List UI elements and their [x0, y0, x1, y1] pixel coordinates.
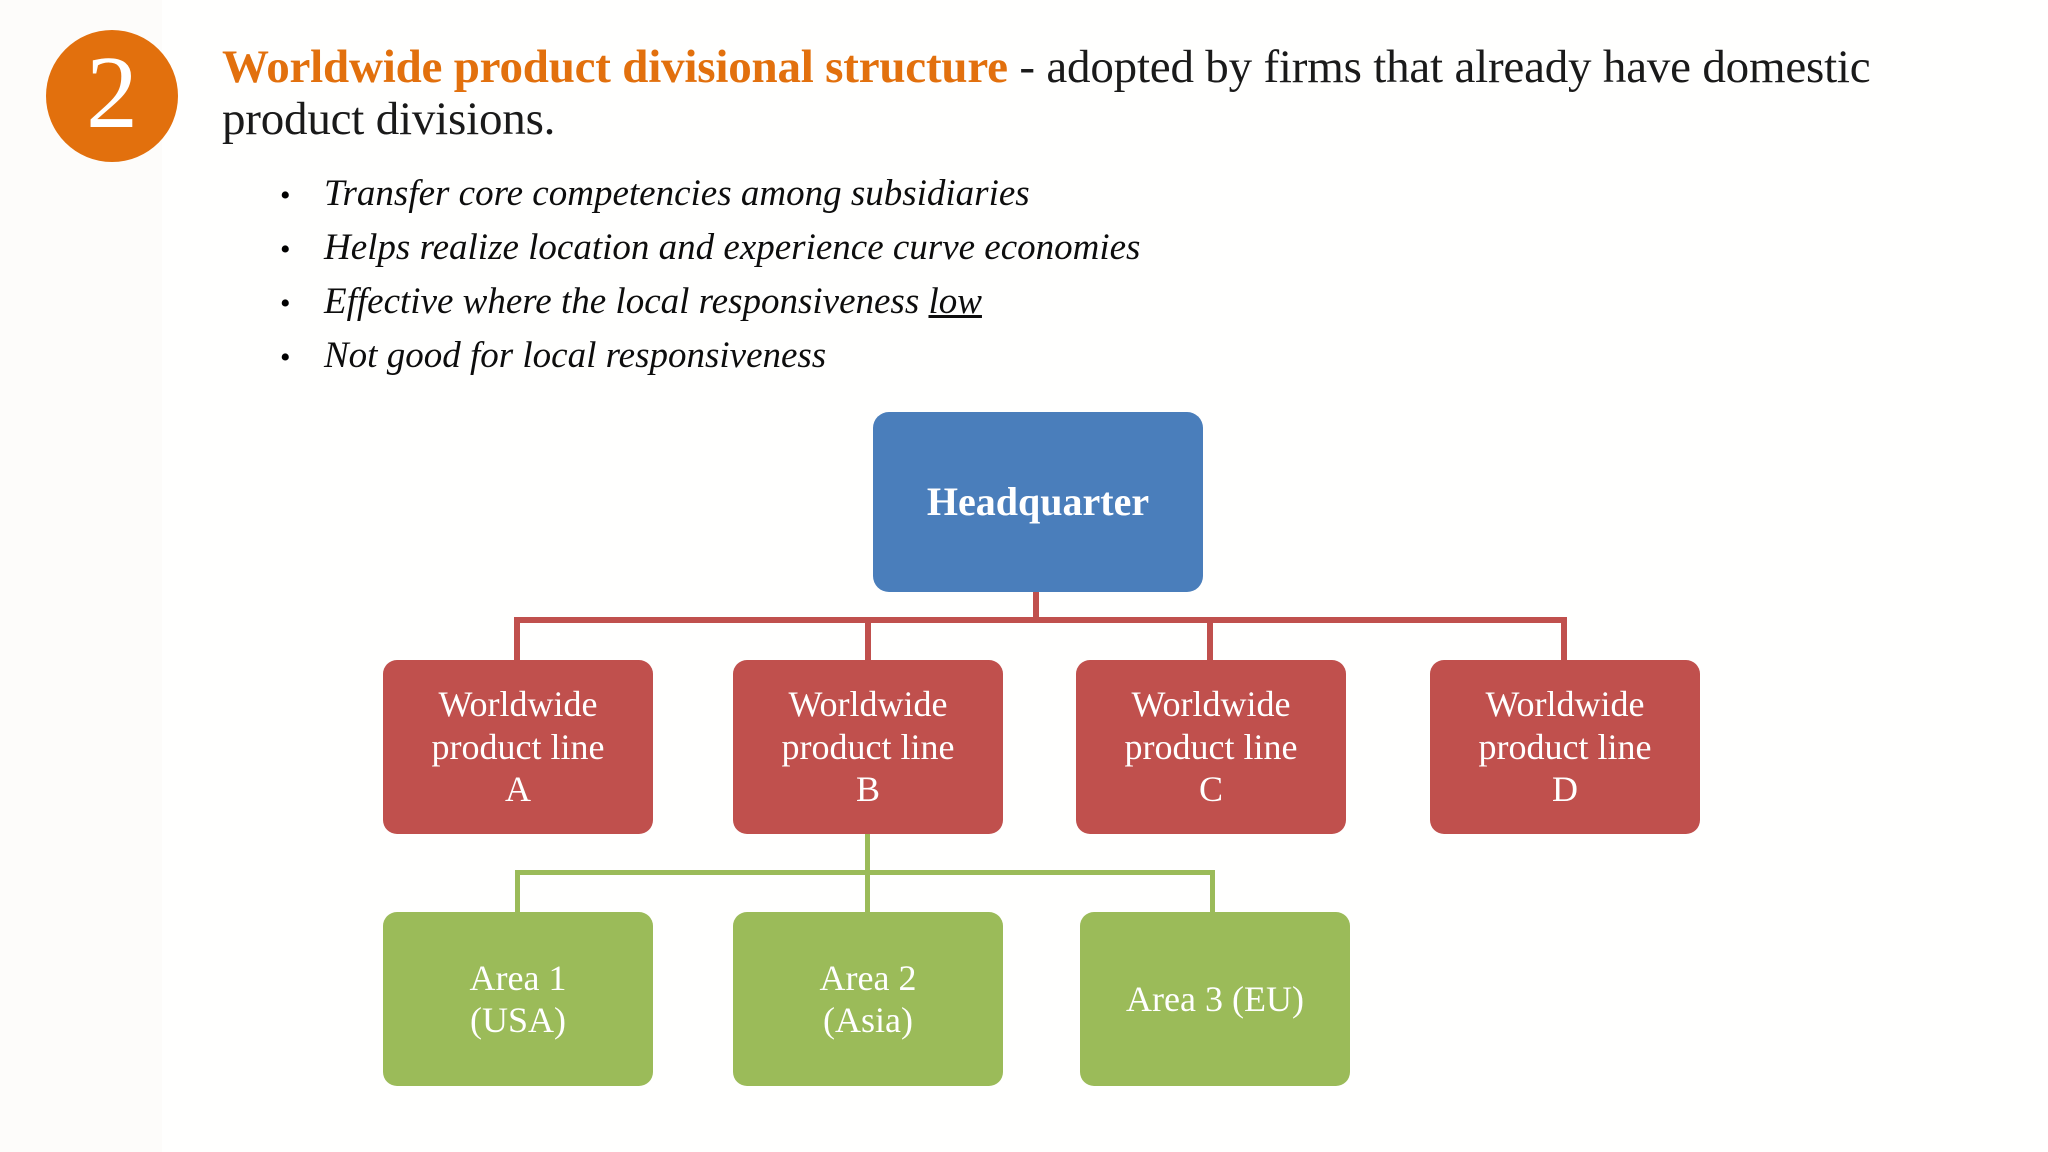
bullet-text-main: Effective where the local responsiveness — [324, 281, 929, 322]
page-title-accent: Worldwide product divisional structure — [222, 41, 1008, 93]
org-node-area-1[interactable]: Area 1 (USA) — [383, 912, 653, 1086]
slide-left-band — [0, 0, 162, 1152]
connector-drop-line-b — [865, 617, 871, 663]
org-node-product-line-b[interactable]: Worldwide product line B — [733, 660, 1003, 834]
list-item: • Helps realize location and experience … — [272, 226, 1772, 280]
bullet-text-underlined: low — [928, 281, 982, 322]
page-title: Worldwide product divisional structure -… — [222, 41, 1992, 145]
org-node-area-2[interactable]: Area 2 (Asia) — [733, 912, 1003, 1086]
bullet-text-main: Transfer core competencies among subsidi… — [324, 173, 1030, 214]
org-node-area-3[interactable]: Area 3 (EU) — [1080, 912, 1350, 1086]
bullet-text: Effective where the local responsiveness… — [324, 280, 982, 323]
org-node-headquarter[interactable]: Headquarter — [873, 412, 1203, 592]
connector-hq-bar — [514, 617, 1567, 623]
connector-drop-area-3 — [1210, 870, 1215, 915]
connector-drop-line-c — [1207, 617, 1213, 663]
list-item: • Transfer core competencies among subsi… — [272, 172, 1772, 226]
bullet-marker-icon: • — [280, 341, 291, 374]
connector-area-bar — [515, 870, 1215, 875]
org-node-product-line-c[interactable]: Worldwide product line C — [1076, 660, 1346, 834]
bullet-marker-icon: • — [280, 287, 291, 320]
bullet-list: • Transfer core competencies among subsi… — [272, 172, 1772, 388]
connector-drop-line-a — [514, 617, 520, 663]
org-node-product-line-d[interactable]: Worldwide product line D — [1430, 660, 1700, 834]
bullet-marker-icon: • — [280, 179, 291, 212]
bullet-text-main: Not good for local responsiveness — [324, 335, 827, 376]
page-title-rest: - adopted by firms that already have dom… — [222, 41, 1871, 145]
list-item: • Not good for local responsiveness — [272, 334, 1772, 388]
bullet-text: Not good for local responsiveness — [324, 334, 826, 377]
connector-drop-area-1 — [515, 870, 520, 915]
bullet-text-main: Helps realize location and experience cu… — [324, 227, 1141, 268]
bullet-text: Transfer core competencies among subsidi… — [324, 172, 1030, 215]
connector-hq-stem — [1033, 590, 1039, 622]
list-item: • Effective where the local responsivene… — [272, 280, 1772, 334]
bullet-marker-icon: • — [280, 233, 291, 266]
org-node-product-line-a[interactable]: Worldwide product line A — [383, 660, 653, 834]
bullet-text: Helps realize location and experience cu… — [324, 226, 1140, 269]
connector-drop-line-d — [1561, 617, 1567, 663]
slide-number-badge: 2 — [46, 30, 178, 162]
